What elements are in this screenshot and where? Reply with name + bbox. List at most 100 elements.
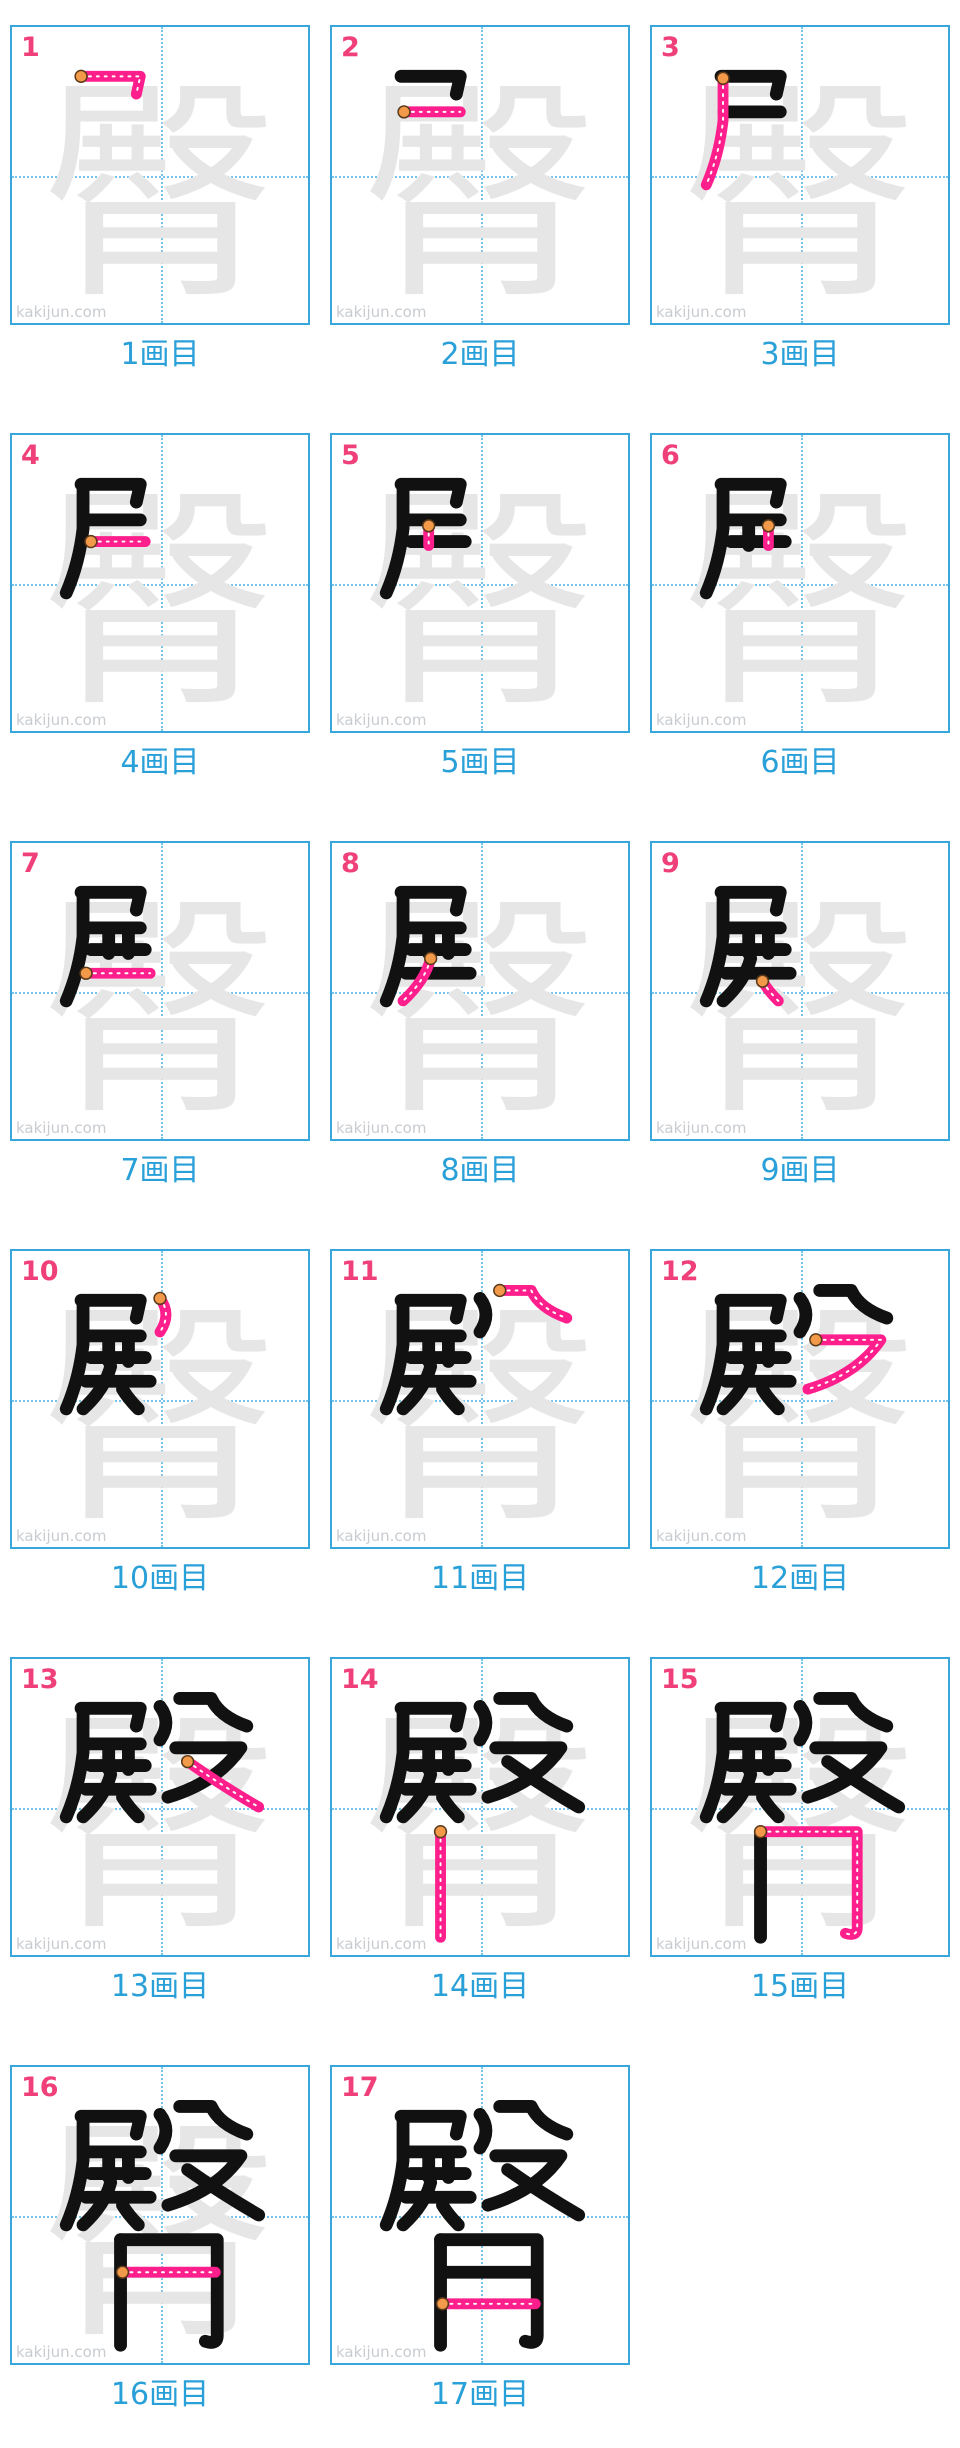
stroke-label: 17画目 bbox=[430, 2377, 530, 2412]
completed-stroke bbox=[714, 885, 787, 917]
watermark: kakijun.com bbox=[336, 1935, 427, 1953]
current-stroke-dots bbox=[402, 957, 432, 1002]
completed-stroke bbox=[59, 1703, 90, 1824]
completed-stroke bbox=[716, 1360, 758, 1416]
completed-stroke bbox=[74, 477, 147, 509]
stroke-number: 6 bbox=[661, 440, 680, 471]
completed-stroke bbox=[716, 1768, 758, 1824]
stroke-panel-16: 臀 16 kakijun.com bbox=[10, 2065, 310, 2365]
stroke-panel-1: 臀 1 kakijun.com bbox=[10, 25, 310, 325]
stroke-number: 4 bbox=[21, 440, 40, 471]
guide-line-vertical bbox=[801, 843, 803, 1139]
stroke-start-dot bbox=[493, 1283, 507, 1298]
stroke-label: 13画目 bbox=[110, 1969, 210, 2004]
watermark: kakijun.com bbox=[656, 1527, 747, 1545]
ghost-kanji: 臀 bbox=[682, 56, 919, 323]
stroke-panel-17: 17 kakijun.com bbox=[330, 2065, 630, 2365]
guide-line-horizontal bbox=[332, 1808, 628, 1810]
stroke-label: 7画目 bbox=[120, 1153, 200, 1188]
stroke-panel-12: 臀 12 kakijun.com bbox=[650, 1249, 950, 1549]
stroke-label: 3画目 bbox=[760, 337, 840, 372]
completed-stroke bbox=[716, 952, 758, 1008]
kanji-stroke-drawing: 臀 bbox=[362, 464, 599, 731]
stroke-start-dot bbox=[115, 2265, 130, 2279]
stroke-panel-13: 臀 13 kakijun.com bbox=[10, 1657, 310, 1957]
guide-line-vertical bbox=[161, 843, 163, 1139]
stroke-number: 14 bbox=[341, 1664, 379, 1695]
kanji-stroke-drawing: 臀 bbox=[682, 464, 919, 731]
stroke-panel-14: 臀 14 kakijun.com bbox=[330, 1657, 630, 1957]
guide-line-vertical bbox=[161, 1659, 163, 1955]
guide-line-horizontal bbox=[12, 2216, 308, 2218]
completed-stroke bbox=[714, 1701, 787, 1733]
completed-stroke bbox=[396, 2176, 438, 2232]
guide-line-vertical bbox=[801, 1251, 803, 1547]
guide-line-horizontal bbox=[12, 176, 308, 178]
guide-line-vertical bbox=[161, 27, 163, 323]
current-stroke-dots bbox=[705, 77, 725, 186]
kanji-stroke-drawing: 臀 bbox=[42, 872, 279, 1139]
completed-stroke bbox=[436, 1382, 465, 1416]
completed-stroke bbox=[793, 1291, 813, 1339]
completed-stroke bbox=[699, 1703, 730, 1824]
stroke-panel-8: 臀 8 kakijun.com bbox=[330, 841, 630, 1141]
stroke-start-dot bbox=[753, 1825, 768, 1839]
kanji-stroke-drawing: 臀 bbox=[42, 464, 279, 731]
stroke-start-dot bbox=[755, 974, 770, 988]
stroke-number: 15 bbox=[661, 1664, 699, 1695]
current-stroke-dots bbox=[806, 1338, 882, 1391]
watermark: kakijun.com bbox=[336, 711, 427, 729]
watermark: kakijun.com bbox=[16, 1527, 107, 1545]
stroke-label: 14画目 bbox=[430, 1969, 530, 2004]
stroke-number: 8 bbox=[341, 848, 360, 879]
kanji-stroke-drawing: 臀 bbox=[362, 56, 599, 323]
guide-line-vertical bbox=[161, 1251, 163, 1547]
stroke-panel-11: 臀 11 kakijun.com bbox=[330, 1249, 630, 1549]
completed-stroke bbox=[396, 1360, 438, 1416]
guide-line-vertical bbox=[801, 27, 803, 323]
completed-stroke bbox=[116, 1790, 145, 1824]
completed-stroke bbox=[493, 2100, 574, 2141]
current-stroke-dots bbox=[186, 1760, 260, 1808]
stroke-label: 9画目 bbox=[760, 1153, 840, 1188]
completed-stroke bbox=[379, 1295, 410, 1416]
watermark: kakijun.com bbox=[336, 2343, 427, 2361]
completed-stroke bbox=[379, 887, 410, 1008]
completed-stroke bbox=[153, 1699, 173, 1747]
completed-stroke bbox=[756, 1790, 785, 1824]
stroke-panel-5: 臀 5 kakijun.com bbox=[330, 433, 630, 733]
stroke-label: 1画目 bbox=[120, 337, 200, 372]
completed-stroke bbox=[699, 479, 730, 600]
guide-line-horizontal bbox=[652, 584, 948, 586]
kanji-stroke-drawing bbox=[379, 2100, 586, 2352]
kanji-stroke-drawing: 臀 bbox=[42, 2096, 279, 2363]
completed-stroke bbox=[813, 1284, 894, 1325]
guide-line-vertical bbox=[481, 435, 483, 731]
completed-stroke bbox=[181, 2163, 266, 2222]
stroke-label: 12画目 bbox=[750, 1561, 850, 1596]
completed-stroke bbox=[699, 1295, 730, 1416]
stroke-label: 4画目 bbox=[120, 745, 200, 780]
guide-line-vertical bbox=[801, 435, 803, 731]
completed-stroke bbox=[59, 1295, 90, 1416]
stroke-number: 17 bbox=[341, 2072, 379, 2103]
completed-stroke bbox=[114, 2233, 224, 2349]
kanji-stroke-drawing: 臀 bbox=[362, 1688, 599, 1955]
completed-stroke bbox=[793, 1699, 813, 1747]
stroke-start-dot bbox=[74, 69, 88, 83]
guide-line-horizontal bbox=[652, 1400, 948, 1402]
kanji-stroke-drawing: 臀 bbox=[42, 56, 279, 323]
stroke-number: 9 bbox=[661, 848, 680, 879]
stroke-start-dot bbox=[422, 519, 436, 533]
stroke-start-dot bbox=[84, 534, 98, 549]
stroke-label: 2画目 bbox=[440, 337, 520, 372]
guide-line-horizontal bbox=[12, 1808, 308, 1810]
completed-stroke bbox=[74, 2109, 147, 2141]
current-stroke-dots bbox=[759, 1830, 859, 1936]
watermark: kakijun.com bbox=[656, 303, 747, 321]
completed-stroke bbox=[173, 2100, 254, 2141]
guide-line-horizontal bbox=[12, 1400, 308, 1402]
stroke-number: 12 bbox=[661, 1256, 699, 1287]
stroke-start-dot bbox=[716, 71, 730, 85]
watermark: kakijun.com bbox=[656, 1935, 747, 1953]
